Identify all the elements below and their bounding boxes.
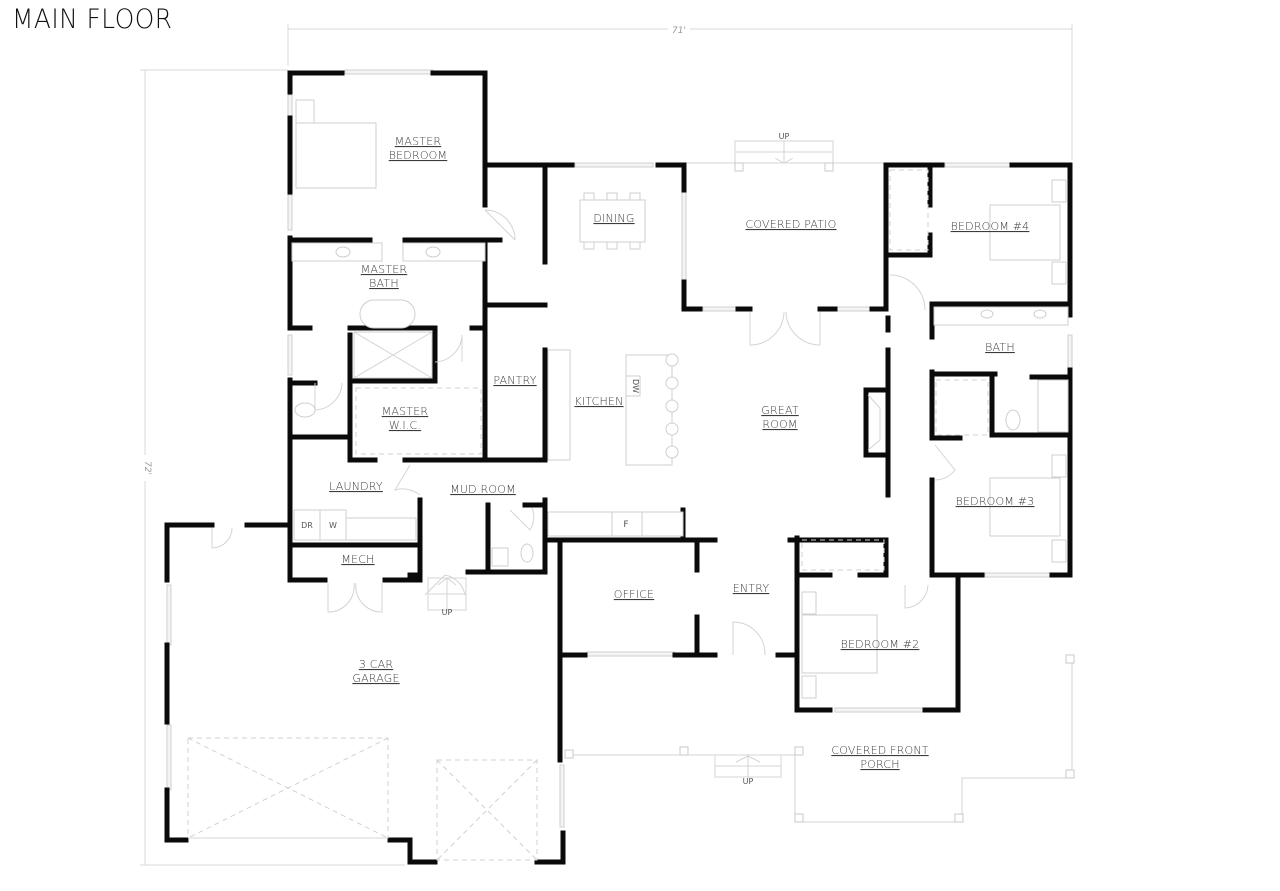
room-master-bedroom-line2: BEDROOM [389,149,447,162]
page-title: MAIN FLOOR [12,4,173,35]
room-great-room-line2: ROOM [762,418,797,431]
dishwasher-label: DW [631,379,640,393]
room-covered-patio: COVERED PATIO [745,218,836,231]
doors [211,209,956,656]
room-entry: ENTRY [733,582,770,595]
room-garage-line2: GARAGE [352,672,399,685]
fridge-label: F [623,520,628,530]
covered-front-porch: UP [564,654,1075,823]
room-pantry: PANTRY [493,374,536,387]
patio-steps: UP [686,132,885,172]
room-master-bath-line1: MASTER [361,263,408,276]
room-covered-front-porch-line1: COVERED FRONT [831,744,928,757]
walls [164,70,1073,865]
room-bedroom-3: BEDROOM #3 [956,495,1035,508]
room-mud-room: MUD ROOM [450,483,516,496]
room-dining: DINING [593,212,634,225]
patio-stairs-label: UP [779,132,790,141]
room-master-wic-line1: MASTER [382,405,429,418]
room-master-bath-line2: BATH [369,277,399,290]
room-master-wic-line2: W.I.C. [389,419,421,432]
width-dimension: 71' [672,26,686,36]
room-kitchen: KITCHEN [574,395,623,408]
room-bedroom-4: BEDROOM #4 [951,220,1030,233]
room-great-room-line1: GREAT [761,404,799,417]
garage-stairs-label: UP [442,608,453,617]
room-labels: MASTER BEDROOM MASTER BATH MASTER W.I.C.… [329,135,1034,771]
windows [166,69,1073,828]
room-garage-line1: 3 CAR [359,658,394,671]
dryer-label: DR [301,521,313,530]
porch-stairs-label: UP [743,777,754,786]
room-mech: MECH [341,553,374,566]
depth-dimension: 72' [142,461,152,475]
room-laundry: LAUNDRY [329,480,383,493]
fixtures: UP [187,99,1069,861]
dimension-lines: 71' 72' [138,23,1073,866]
room-bath: BATH [985,341,1015,354]
room-covered-front-porch-line2: PORCH [860,758,899,771]
room-master-bedroom-line1: MASTER [395,135,442,148]
washer-label: W [329,521,337,530]
room-bedroom-2: BEDROOM #2 [841,638,920,651]
room-office: OFFICE [614,588,654,601]
